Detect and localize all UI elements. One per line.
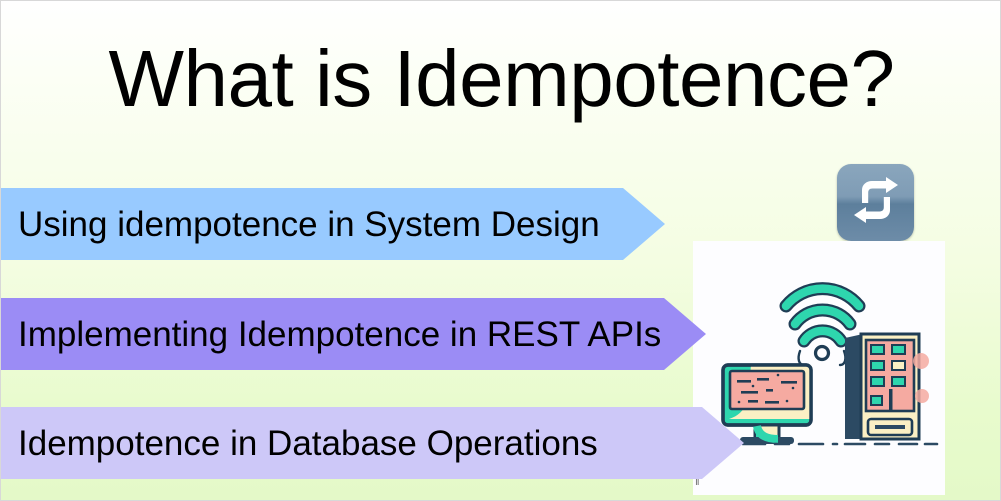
illustration-panel [693, 241, 945, 495]
desktop-monitor-icon [721, 363, 813, 444]
server-tower-icon [845, 332, 929, 441]
banner-rest-apis[interactable]: Implementing Idempotence in REST APIs [1, 298, 706, 370]
banner-system-design[interactable]: Using idempotence in System Design [1, 188, 665, 260]
banner-database-operations-label: Idempotence in Database Operations [18, 423, 598, 463]
watermark-mark: ‖ [695, 476, 700, 488]
repeat-icon [850, 177, 902, 228]
banner-system-design-label: Using idempotence in System Design [18, 204, 600, 244]
page-title: What is Idempotence? [108, 34, 895, 123]
banner-rest-apis-label: Implementing Idempotence in REST APIs [18, 314, 662, 354]
repeat-icon-badge [837, 164, 914, 241]
banner-database-operations[interactable]: Idempotence in Database Operations [1, 407, 744, 479]
